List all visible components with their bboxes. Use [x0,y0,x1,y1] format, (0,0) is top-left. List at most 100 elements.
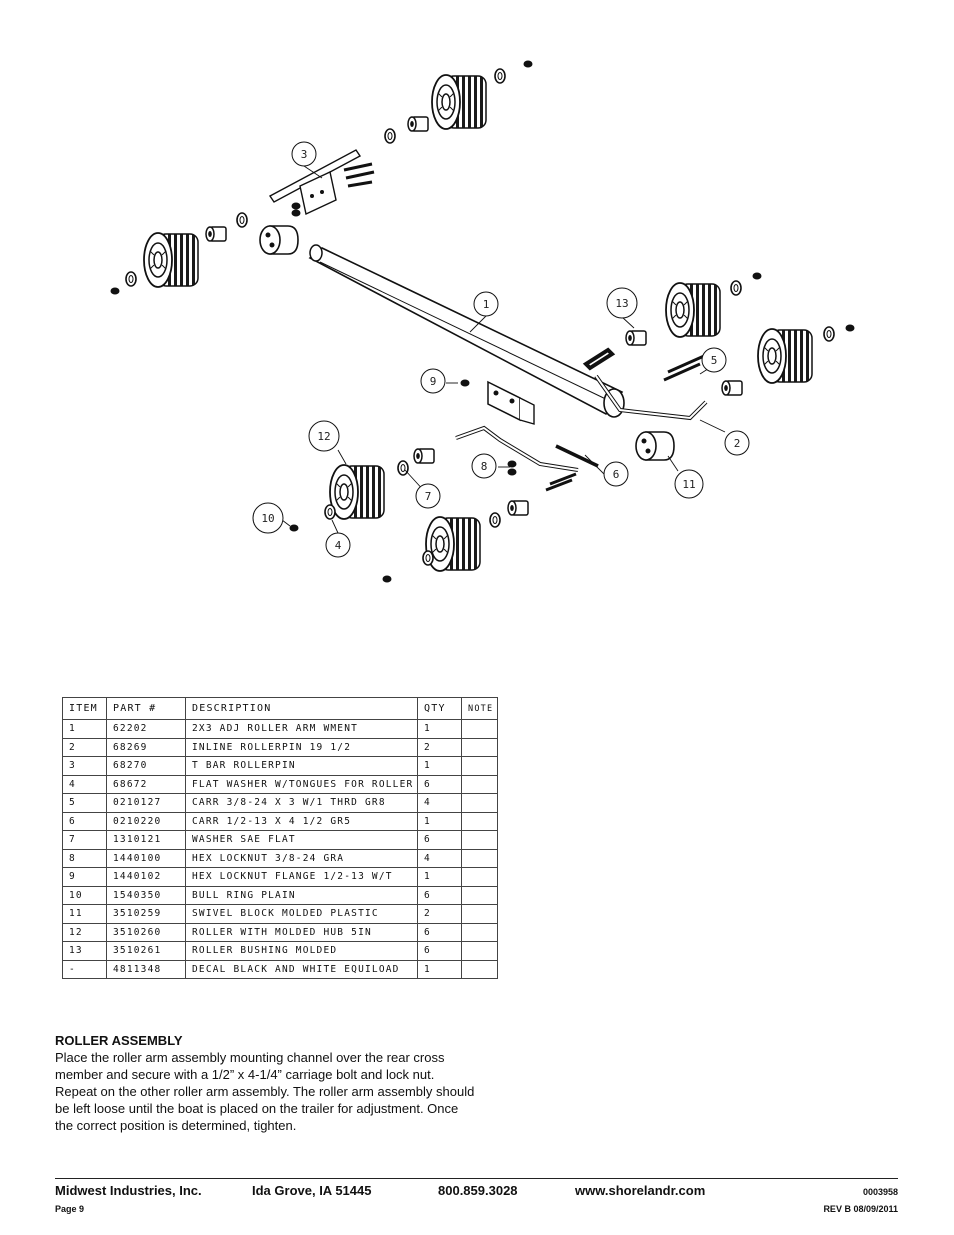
cell-description: ROLLER WITH MOLDED HUB 5IN [185,922,418,942]
callout-label: 11 [682,478,695,491]
cell-item: - [62,959,107,979]
bushing-1 [205,226,227,242]
roller-bottom [425,516,481,572]
nut-5 [289,524,299,532]
cell-qty: 1 [417,959,462,979]
cell-item: 3 [62,756,107,776]
washer-10 [422,550,434,566]
callout-2: 2 [724,430,750,456]
cell-part-number: 3510260 [106,922,186,942]
nut-1 [110,287,120,295]
cell-description: WASHER SAE FLAT [185,830,418,850]
cell-note [461,904,498,924]
washer-5 [730,280,742,296]
inline-rollerpin [582,347,708,421]
callout-label: 1 [483,298,490,311]
hex-locknut-4 [291,209,301,217]
cell-qty: 2 [417,904,462,924]
callout-3: 3 [291,141,317,167]
cell-item: 4 [62,774,107,794]
cell-description: CARR 1/2-13 X 4 1/2 GR5 [185,811,418,831]
cell-qty: 6 [417,922,462,942]
cell-description: T BAR ROLLERPIN [185,756,418,776]
bushing-5 [413,448,435,464]
header-description: DESCRIPTION [185,697,418,720]
cell-item: 1 [62,719,107,739]
footer-company: Midwest Industries, Inc. [55,1183,202,1198]
cell-qty: 1 [417,756,462,776]
cell-note [461,830,498,850]
exploded-parts-diagram: 1 2 3 4 5 6 7 8 9 10 11 12 13 [110,60,855,583]
roller-arm-weldment [308,244,625,425]
footer-website: www.shorelandr.com [575,1183,706,1198]
cell-description: HEX LOCKNUT 3/8-24 GRA [185,848,418,868]
cell-description: BULL RING PLAIN [185,885,418,905]
cell-note [461,774,498,794]
callout-label: 6 [613,468,620,481]
callout-label: 7 [425,490,432,503]
callout-13: 13 [606,287,638,319]
cell-item: 9 [62,867,107,887]
washer-9 [489,512,501,528]
cell-note [461,941,498,961]
roller-lower-left [329,464,385,520]
cell-part-number: 1440100 [106,848,186,868]
bushing-4 [721,380,743,396]
cell-item: 10 [62,885,107,905]
roller-right-lower [757,328,813,384]
cell-description: ROLLER BUSHING MOLDED [185,941,418,961]
cell-qty: 1 [417,867,462,887]
t-bar-rollerpin [268,149,375,216]
hex-locknut-1 [507,460,517,468]
cell-description: FLAT WASHER W/TONGUES FOR ROLLER [185,774,418,794]
cell-note [461,867,498,887]
section-body: Place the roller arm assembly mounting c… [55,1050,475,1133]
cell-item: 11 [62,904,107,924]
callout-label: 2 [734,437,741,450]
cell-part-number: 68672 [106,774,186,794]
roller-right-upper [665,282,721,338]
cell-part-number: 1540350 [106,885,186,905]
footer-doc-number: 0003958 [862,1187,898,1197]
footer-revision: REV B 08/09/2011 [823,1204,898,1214]
cell-note [461,793,498,813]
cell-qty: 6 [417,885,462,905]
cell-part-number: 68270 [106,756,186,776]
footer-page-number: Page 9 [55,1204,85,1214]
cell-part-number: 1310121 [106,830,186,850]
inline-rollerpin-lower [455,425,579,472]
footer-divider [55,1178,898,1179]
cell-description: INLINE ROLLERPIN 19 1/2 [185,737,418,757]
cell-description: SWIVEL BLOCK MOLDED PLASTIC [185,904,418,924]
callout-1: 1 [473,291,499,317]
cell-item: 12 [62,922,107,942]
table-header-row: ITEM PART # DESCRIPTION QTY NOTE [62,697,498,720]
nut-4 [845,324,855,332]
bushing-3 [625,330,647,346]
cell-note [461,737,498,757]
cell-part-number: 0210127 [106,793,186,813]
section-title: ROLLER ASSEMBLY [55,1033,183,1048]
roller-assembly-section: ROLLER ASSEMBLY Place the roller arm ass… [55,1032,475,1134]
callout-label: 12 [317,430,330,443]
cell-item: 6 [62,811,107,831]
cell-part-number: 0210220 [106,811,186,831]
washer-7 [397,460,409,476]
cell-part-number: 68269 [106,737,186,757]
cell-part-number: 1440102 [106,867,186,887]
header-part-number: PART # [106,697,186,720]
cell-qty: 2 [417,737,462,757]
cell-part-number: 3510261 [106,941,186,961]
